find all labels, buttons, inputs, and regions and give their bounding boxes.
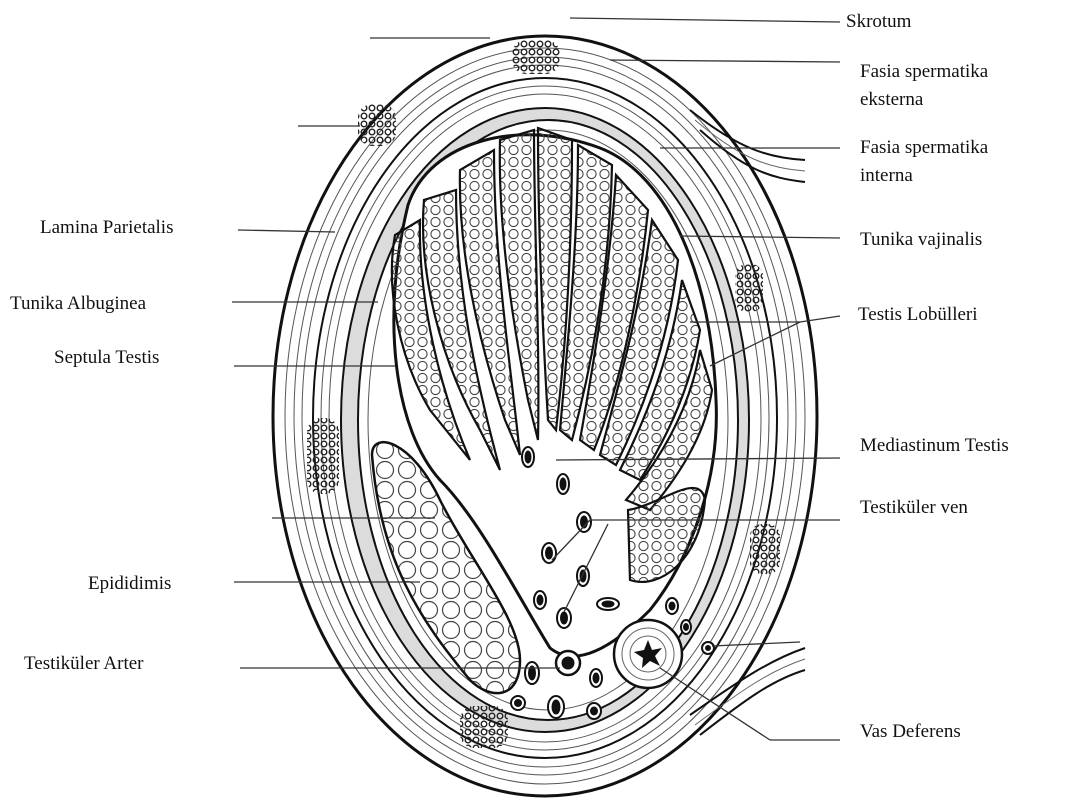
label-testis-lobulleri: Testis Lobülleri bbox=[858, 303, 978, 327]
label-testikuler-arter: Testiküler Arter bbox=[24, 652, 144, 676]
label-tunika-vajinalis: Tunika vajinalis bbox=[860, 228, 982, 252]
vas-deferens bbox=[614, 620, 682, 688]
label-fasia-spermatika-eksterna-line1: Fasia spermatika bbox=[860, 60, 988, 84]
label-septula-testis: Septula Testis bbox=[54, 346, 159, 370]
label-epididimis: Epididimis bbox=[88, 572, 171, 596]
label-mediastinum-testis: Mediastinum Testis bbox=[860, 434, 1009, 458]
label-vas-deferens: Vas Deferens bbox=[860, 720, 961, 744]
label-fasia-spermatika-interna-line2: interna bbox=[860, 164, 913, 188]
label-tunika-albuginea: Tunika Albuginea bbox=[10, 292, 146, 316]
label-lamina-parietalis: Lamina Parietalis bbox=[40, 216, 173, 240]
label-skrotum: Skrotum bbox=[846, 10, 911, 34]
label-testikuler-ven: Testiküler ven bbox=[860, 496, 968, 520]
label-fasia-spermatika-interna-line1: Fasia spermatika bbox=[860, 136, 988, 160]
label-fasia-spermatika-eksterna-line2: eksterna bbox=[860, 88, 923, 112]
